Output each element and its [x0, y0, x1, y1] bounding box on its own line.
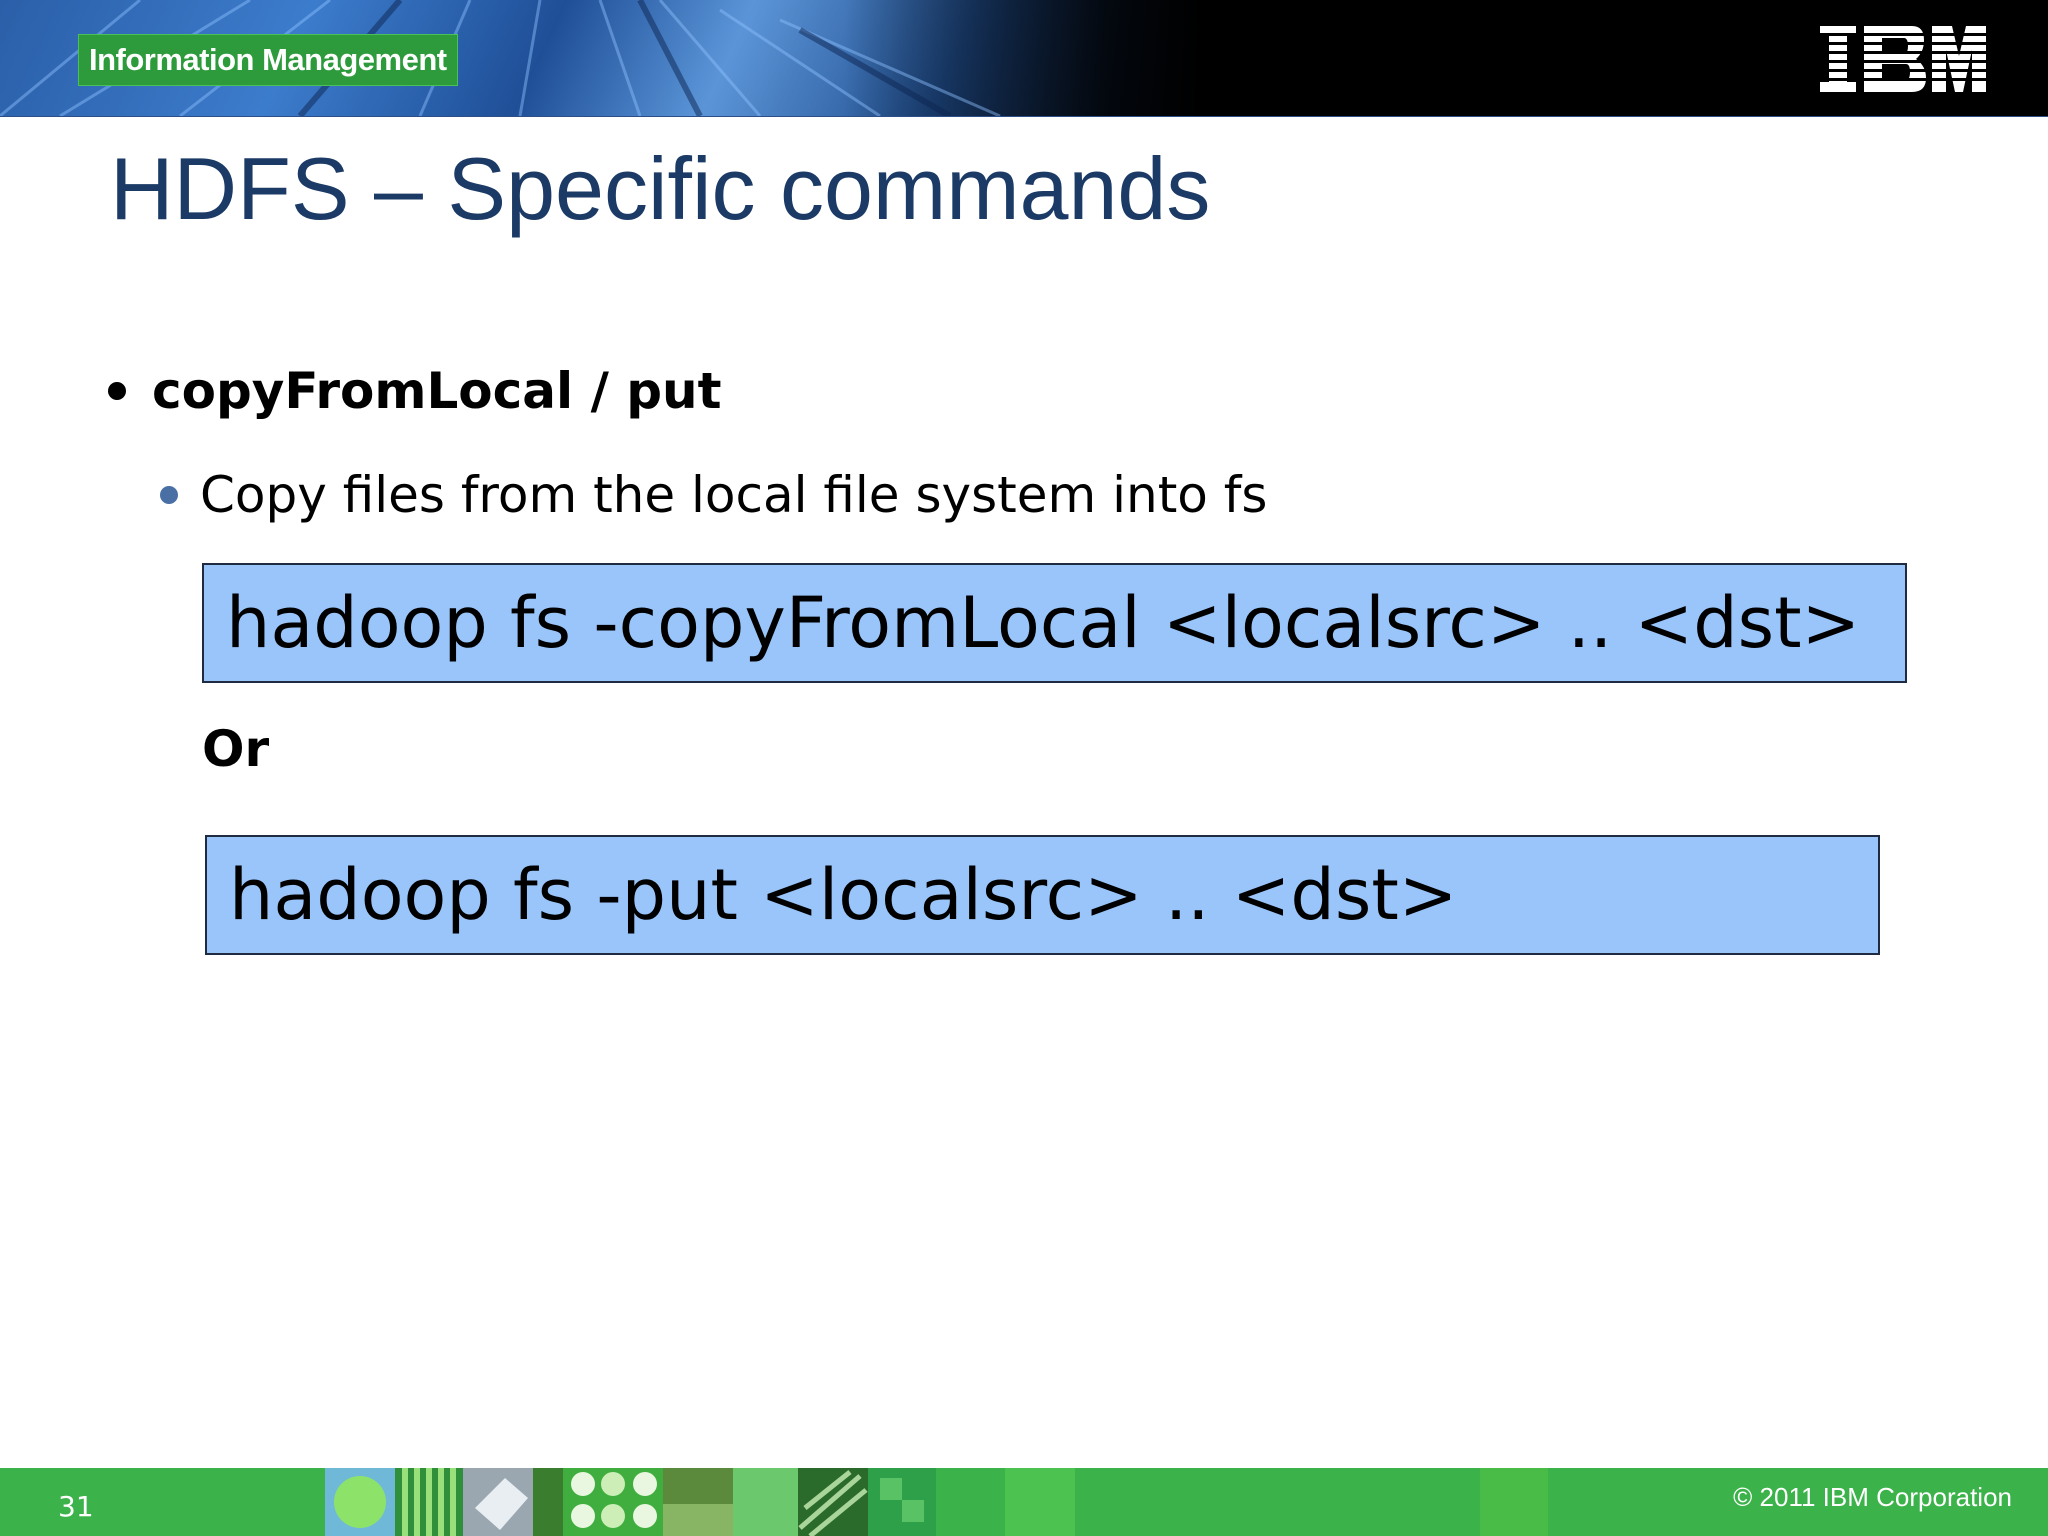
- or-separator: Or: [202, 720, 270, 778]
- command-box-put: hadoop fs -put <localsrc> .. <dst>: [205, 835, 1880, 955]
- command-box-copyfromlocal: hadoop fs -copyFromLocal <localsrc> .. <…: [202, 563, 1907, 683]
- sub-bullet: Copy files from the local file system in…: [160, 466, 1267, 524]
- footer-bar: [0, 1468, 2048, 1536]
- header-banner: Information Management: [0, 0, 2048, 117]
- page-number: 31: [58, 1490, 94, 1523]
- copyright-text: © 2011 IBM Corporation: [1733, 1482, 2012, 1512]
- main-bullet-text: copyFromLocal / put: [152, 362, 722, 420]
- information-management-badge: Information Management: [78, 34, 458, 86]
- bullet-dot-icon: [108, 381, 126, 400]
- main-bullet: copyFromLocal / put: [108, 362, 722, 420]
- ibm-logo: [1820, 26, 1986, 92]
- footer-image-strip: [325, 1468, 1548, 1536]
- slide-title: HDFS – Specific commands: [110, 139, 1211, 238]
- sub-bullet-dot-icon: [160, 485, 178, 504]
- sub-bullet-text: Copy files from the local file system in…: [200, 466, 1268, 524]
